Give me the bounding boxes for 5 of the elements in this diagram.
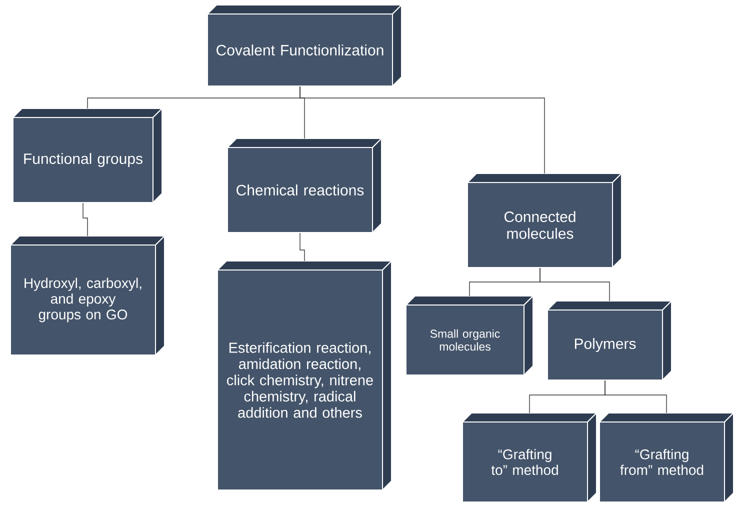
connector-line	[540, 268, 610, 302]
connector-line	[604, 380, 667, 414]
connector-line	[300, 86, 545, 174]
connector-line	[82, 202, 88, 236]
connector-line	[300, 232, 305, 262]
